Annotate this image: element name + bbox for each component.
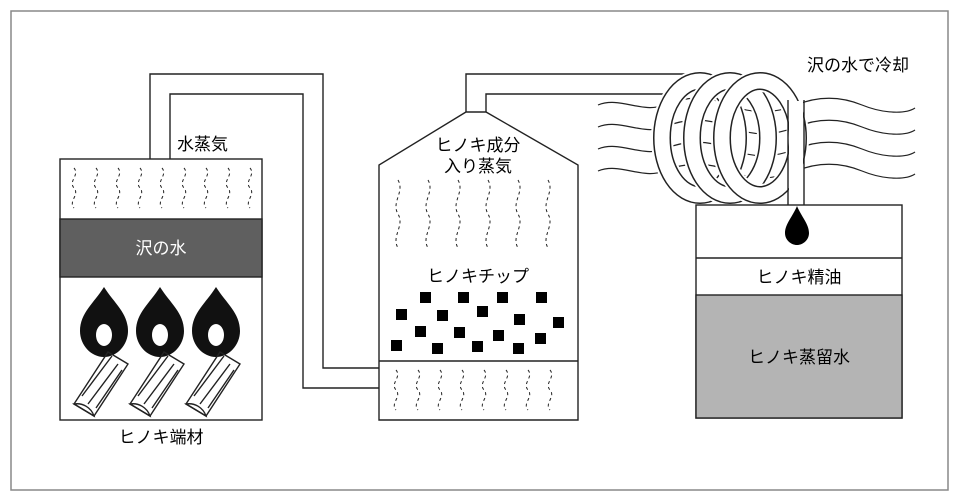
chip-square [514, 314, 525, 325]
chip-square [513, 343, 524, 354]
log-icon [184, 351, 241, 418]
offcuts-label: ヒノキ端材 [119, 428, 204, 448]
chip-square [420, 292, 431, 303]
chip-square [458, 292, 469, 303]
flame-icon [136, 287, 184, 357]
steam-pipe-2 [465, 73, 692, 112]
flame-icon [192, 287, 240, 357]
flame-icon [80, 287, 128, 357]
chip-square [553, 317, 564, 328]
component-steam-label-2: 入り蒸気 [444, 157, 512, 177]
still-steam-waves [395, 179, 551, 249]
chip-square [437, 310, 448, 321]
chip-square [454, 327, 465, 338]
steam-label: 水蒸気 [177, 135, 228, 155]
chip-square [536, 292, 547, 303]
essential-oil-label: ヒノキ精油 [757, 268, 842, 288]
still-bottom-waves [393, 369, 553, 411]
boiler-steam-waves [71, 167, 253, 209]
chip-square [477, 306, 488, 317]
chip-square [415, 326, 426, 337]
droplet-icon [785, 206, 809, 245]
outer-frame [10, 10, 949, 491]
steam-pipe-1 [149, 73, 379, 389]
hydrosol-layer [695, 294, 903, 419]
stream-water-band [59, 218, 263, 278]
log-icon [72, 351, 129, 418]
chip-square [432, 343, 443, 354]
chip-square [535, 333, 546, 344]
still: ヒノキ成分 入り蒸気 ヒノキチップ [378, 111, 579, 421]
chip-square [497, 292, 508, 303]
chip-square [396, 309, 407, 320]
receiver: ヒノキ精油 ヒノキ蒸留水 [695, 204, 903, 419]
chip-squares [391, 292, 564, 354]
coil-icon [651, 70, 809, 206]
chip-square [493, 330, 504, 341]
chip-square [472, 341, 483, 352]
boiler: 沢の水 [59, 158, 263, 448]
cooling-label: 沢の水で冷却 [807, 56, 909, 76]
boiler-body [59, 158, 263, 421]
stream-water-label: 沢の水 [136, 239, 187, 259]
log-icon [128, 351, 185, 418]
chip-square [391, 340, 402, 351]
chips-label: ヒノキチップ [427, 267, 529, 287]
component-steam-label-1: ヒノキ成分 [436, 136, 521, 156]
hydrosol-label: ヒノキ蒸留水 [748, 348, 850, 368]
